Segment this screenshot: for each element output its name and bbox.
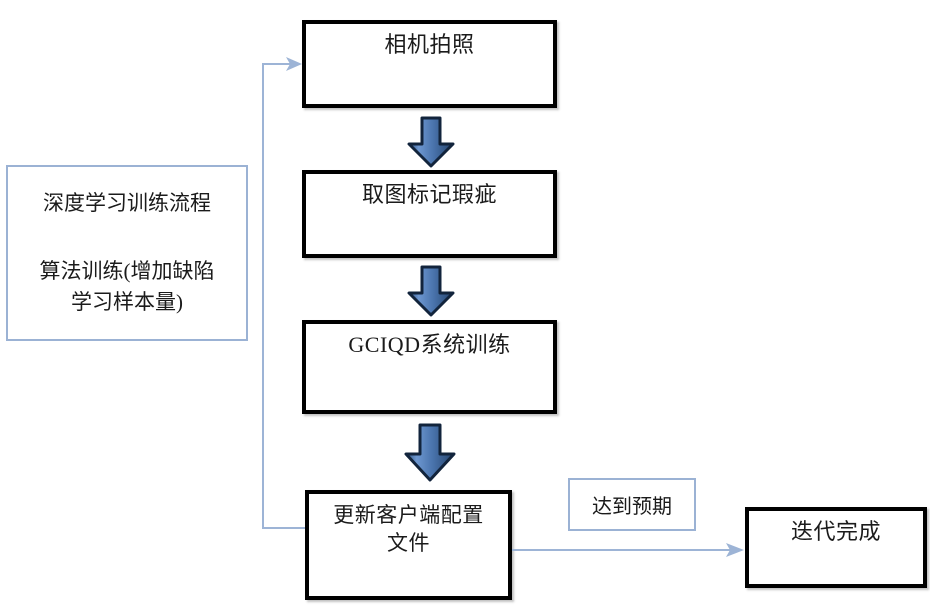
node-iteration-complete[interactable]: 迭代完成 (745, 507, 927, 588)
edge-label-meets-expectation: 达到预期 (568, 478, 696, 531)
node-gciqd-training-label: GCIQD系统训练 (348, 332, 511, 357)
result-arrowhead-icon (726, 543, 744, 557)
node-iteration-complete-label: 迭代完成 (790, 519, 881, 544)
feedback-line-top (262, 63, 292, 65)
node-update-client-config[interactable]: 更新客户端配置 文件 (305, 490, 512, 600)
feedback-line-vertical (262, 63, 264, 529)
node-gciqd-training[interactable]: GCIQD系统训练 (302, 320, 557, 414)
training-process-note: 深度学习训练流程 算法训练(增加缺陷 学习样本量) (6, 165, 248, 341)
note-line-3: 学习样本量) (71, 290, 183, 314)
note-line-2: 算法训练(增加缺陷 (39, 259, 215, 283)
edge-label-meets-expectation-text: 达到预期 (592, 496, 672, 518)
arrow-camera-to-mark-icon (407, 116, 455, 168)
note-line-1: 深度学习训练流程 (43, 191, 211, 215)
node-mark-defects[interactable]: 取图标记瑕疵 (302, 170, 557, 258)
arrow-gciqd-to-update-icon (404, 423, 456, 482)
feedback-line-bottom (262, 527, 308, 529)
feedback-arrowhead-icon (286, 57, 302, 71)
node-update-client-config-label: 更新客户端配置 文件 (333, 503, 484, 555)
node-camera-capture-label: 相机拍照 (384, 32, 475, 57)
node-mark-defects-label: 取图标记瑕疵 (361, 182, 497, 207)
result-line (512, 549, 730, 551)
arrow-mark-to-gciqd-icon (407, 265, 455, 317)
node-camera-capture[interactable]: 相机拍照 (302, 20, 557, 108)
